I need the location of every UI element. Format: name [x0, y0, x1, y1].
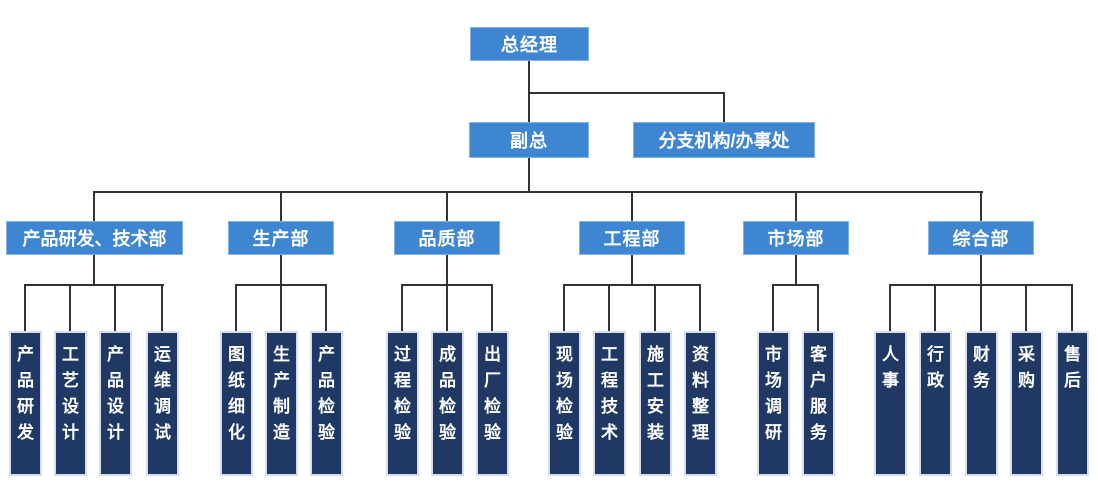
connector-line	[24, 284, 164, 286]
sub-dept-box: 工艺设计	[54, 331, 87, 476]
node-branch-offices: 分支机构/办事处	[633, 122, 815, 158]
sub-dept-box: 行政	[919, 331, 952, 476]
connector-line	[446, 284, 448, 331]
node-deputy-gm: 副总	[469, 122, 589, 158]
connector-line	[654, 284, 656, 331]
sub-dept-box: 过程检验	[386, 331, 419, 476]
connector-line	[563, 284, 565, 331]
sub-dept-box: 售后	[1056, 331, 1089, 476]
sub-dept-box: 出厂检验	[476, 331, 509, 476]
connector-line	[631, 191, 633, 221]
connector-line	[446, 191, 448, 221]
sub-dept-box: 图纸细化	[220, 331, 253, 476]
connector-line	[795, 191, 797, 221]
connector-line	[401, 284, 403, 331]
connector-line	[93, 255, 95, 286]
sub-dept-box: 采购	[1010, 331, 1043, 476]
sub-dept-box: 资料整理	[684, 331, 717, 476]
connector-line	[699, 284, 701, 331]
sub-dept-box: 客户服务	[802, 331, 835, 476]
sub-dept-box: 产品检验	[310, 331, 343, 476]
connector-line	[325, 284, 327, 331]
dept-header-general-affairs: 综合部	[928, 221, 1034, 255]
sub-dept-box: 产品研发	[9, 331, 42, 476]
connector-line	[817, 284, 819, 331]
connector-line	[93, 191, 983, 193]
dept-header-engineering: 工程部	[579, 221, 685, 255]
connector-line	[446, 255, 448, 286]
connector-line	[528, 158, 530, 192]
connector-line	[93, 191, 95, 221]
connector-line	[772, 284, 819, 286]
connector-line	[280, 255, 282, 286]
connector-line	[723, 92, 725, 122]
sub-dept-box: 生产制造	[265, 331, 298, 476]
dept-header-production: 生产部	[228, 221, 334, 255]
connector-line	[280, 191, 282, 221]
sub-dept-box: 运维调试	[146, 331, 179, 476]
connector-line	[528, 92, 725, 94]
sub-dept-box: 人事	[874, 331, 907, 476]
sub-dept-box: 财务	[965, 331, 998, 476]
sub-dept-box: 产品设计	[99, 331, 132, 476]
sub-dept-box: 成品检验	[431, 331, 464, 476]
connector-line	[934, 284, 936, 331]
connector-line	[1071, 284, 1073, 331]
sub-dept-box: 工程技术	[593, 331, 626, 476]
dept-header-rd-tech: 产品研发、技术部	[6, 221, 183, 255]
connector-line	[980, 255, 982, 286]
connector-line	[24, 284, 26, 331]
node-general-manager: 总经理	[470, 27, 589, 61]
connector-line	[528, 60, 530, 122]
sub-dept-box: 现场检验	[548, 331, 581, 476]
connector-line	[795, 255, 797, 286]
connector-line	[608, 284, 610, 331]
dept-header-marketing: 市场部	[743, 221, 849, 255]
connector-line	[69, 284, 71, 331]
connector-line	[161, 284, 163, 331]
connector-line	[772, 284, 774, 331]
connector-line	[280, 284, 282, 331]
connector-line	[1025, 284, 1027, 331]
sub-dept-box: 市场调研	[757, 331, 790, 476]
connector-line	[563, 284, 701, 286]
connector-line	[631, 255, 633, 286]
connector-line	[980, 191, 982, 221]
sub-dept-box: 施工安装	[639, 331, 672, 476]
dept-header-quality: 品质部	[394, 221, 500, 255]
connector-line	[980, 284, 982, 331]
connector-line	[491, 284, 493, 331]
connector-line	[114, 284, 116, 331]
connector-line	[889, 284, 891, 331]
connector-line	[235, 284, 237, 331]
